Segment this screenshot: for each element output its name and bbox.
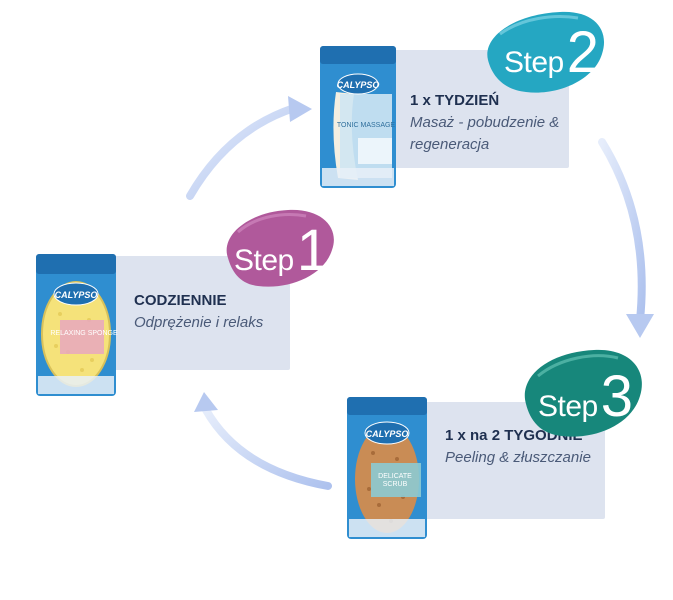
step3-description: Peeling & złuszczanie <box>445 449 591 466</box>
step3-badge-number: 3 <box>600 364 633 429</box>
step3-product-package: CALYPSO DELICATE SCRUB <box>345 393 429 543</box>
step2-product-brand: CALYPSO <box>336 80 380 90</box>
step1-heading: CODZIENNIE <box>134 292 227 309</box>
step2-description: Masaż - pobudzenie & regeneracja <box>410 114 560 153</box>
step2-badge-word: Step <box>504 46 564 79</box>
step3-card: 1 x na 2 TYGODNIE Peeling & złuszczanie <box>412 402 605 519</box>
step3-product-brand: CALYPSO <box>365 429 409 439</box>
arrow-head-to-step2 <box>288 96 312 122</box>
step1-badge-word: Step <box>234 244 294 277</box>
step2-product-label: TONIC MASSAGE <box>336 122 396 129</box>
arrow-step3-to-step1 <box>202 406 332 490</box>
step2-product-package: CALYPSO TONIC MASSAGE <box>318 42 398 192</box>
arrow-head-to-step1 <box>194 392 218 412</box>
step3-badge-word: Step <box>538 390 598 423</box>
step1-badge-number: 1 <box>296 218 329 283</box>
step1-product-brand: CALYPSO <box>54 290 98 300</box>
arrow-head-to-step3 <box>626 314 654 338</box>
step2-heading: 1 x TYDZIEŃ <box>410 92 500 109</box>
arrow-step1-to-step2 <box>186 104 298 200</box>
step3-badge: Step 3 <box>518 346 646 440</box>
step1-badge: Step 1 <box>218 206 338 290</box>
step1-product-label: RELAXING SPONGE <box>50 330 118 337</box>
step1-card: CODZIENNIE Odprężenie i relaks <box>114 256 290 370</box>
step1-product-package: CALYPSO RELAXING SPONGE <box>34 250 118 400</box>
arrow-step2-to-step3 <box>598 138 646 324</box>
step3-product-label: DELICATE SCRUB <box>378 473 412 488</box>
step1-description: Odprężenie i relaks <box>134 314 264 331</box>
step2-badge-number: 2 <box>566 20 599 85</box>
step2-badge: Step 2 <box>482 10 608 96</box>
